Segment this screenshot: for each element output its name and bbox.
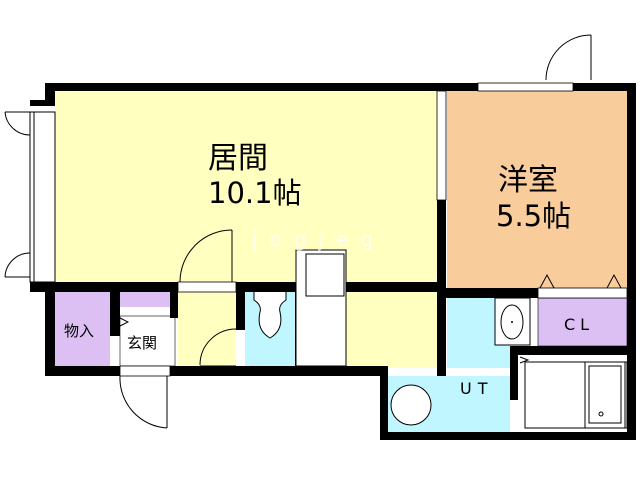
storage-room: [55, 292, 110, 366]
living-room: [55, 90, 438, 285]
western-room-name: 洋室: [498, 163, 558, 198]
watermark: jogjeg: [251, 227, 385, 251]
living-room-name: 居間: [208, 141, 268, 176]
washing-machine-icon: [390, 384, 432, 426]
entrance-shelf: [120, 292, 170, 307]
closet-label: CL: [564, 315, 594, 334]
walls: [30, 83, 636, 440]
toilet-icon: [253, 292, 287, 339]
western-room: [447, 90, 627, 288]
entrance: [119, 315, 176, 367]
kitchen-sink: [305, 253, 345, 297]
corridor: [178, 292, 236, 366]
storage-label: 物入: [64, 322, 94, 340]
closet-door-strip: [537, 287, 628, 299]
living-door-opening: [177, 281, 237, 293]
living-room-size: 10.1帖: [208, 176, 302, 210]
entrance-door-opening: [119, 365, 171, 377]
utility-label: UT: [460, 379, 493, 398]
western-room-size: 5.5帖: [496, 199, 571, 233]
window-top: [477, 82, 574, 92]
entrance-label: 玄関: [127, 334, 157, 352]
door-swings: [4, 34, 622, 429]
window-partition: [436, 90, 447, 201]
